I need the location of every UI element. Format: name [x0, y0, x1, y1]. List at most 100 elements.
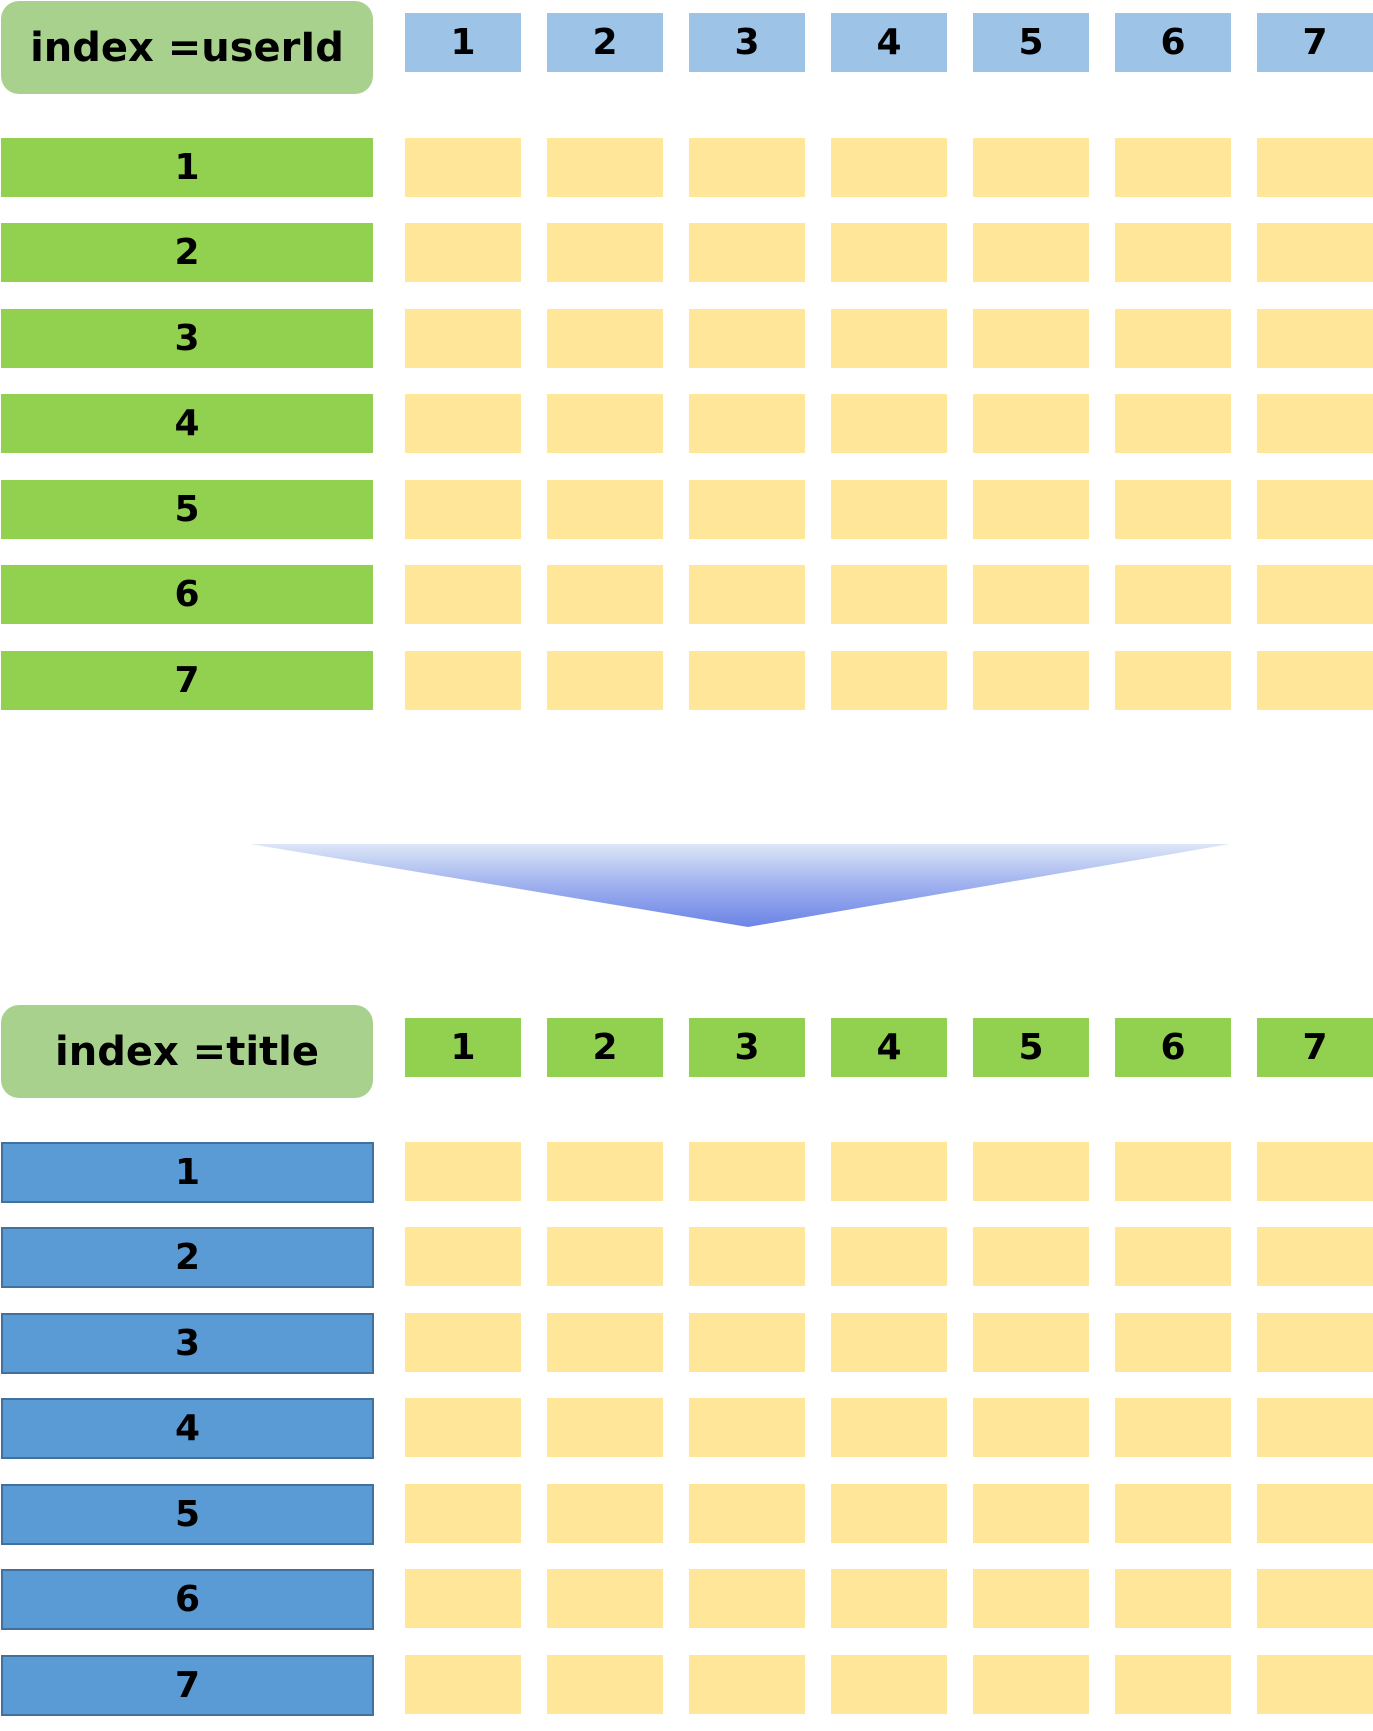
grid-cell	[831, 1569, 947, 1628]
row-header: 2	[1, 1227, 374, 1288]
column-header: 4	[831, 1018, 947, 1077]
grid-cell	[973, 1484, 1089, 1543]
grid-cell	[1115, 1398, 1231, 1457]
column-header: 5	[973, 1018, 1089, 1077]
grid-cell	[973, 480, 1089, 539]
grid-cell	[831, 223, 947, 282]
index-label-userid: index =userId	[1, 1, 373, 94]
grid-cell	[689, 480, 805, 539]
grid-cell	[547, 138, 663, 197]
grid-cell	[405, 309, 521, 368]
row-header: 7	[1, 1655, 374, 1716]
grid-cell	[973, 223, 1089, 282]
grid-cell	[1115, 651, 1231, 710]
grid-cell	[405, 1655, 521, 1714]
grid-cell	[547, 223, 663, 282]
grid-cell	[405, 565, 521, 624]
grid-cell	[831, 651, 947, 710]
grid-cell	[1115, 1569, 1231, 1628]
grid-cell	[831, 1142, 947, 1201]
row-header: 3	[1, 1313, 374, 1374]
grid-cell	[689, 565, 805, 624]
row-header: 2	[1, 223, 373, 282]
index-label-title: index =title	[1, 1005, 373, 1098]
grid-cell	[405, 1398, 521, 1457]
row-header: 5	[1, 480, 373, 539]
grid-cell	[547, 1655, 663, 1714]
grid-cell	[1257, 138, 1373, 197]
grid-cell	[1115, 1142, 1231, 1201]
grid-cell	[1257, 1142, 1373, 1201]
grid-cell	[1257, 565, 1373, 624]
grid-cell	[547, 1313, 663, 1372]
grid-cell	[1257, 1655, 1373, 1714]
row-header: 4	[1, 1398, 374, 1459]
column-header: 7	[1257, 1018, 1373, 1077]
grid-cell	[1115, 1227, 1231, 1286]
grid-cell	[1257, 651, 1373, 710]
grid-cell	[973, 138, 1089, 197]
grid-cell	[689, 309, 805, 368]
grid-cell	[973, 651, 1089, 710]
grid-cell	[547, 1398, 663, 1457]
grid-cell	[973, 309, 1089, 368]
grid-cell	[689, 223, 805, 282]
grid-cell	[405, 1313, 521, 1372]
grid-cell	[1115, 138, 1231, 197]
grid-cell	[1257, 1484, 1373, 1543]
grid-cell	[547, 565, 663, 624]
column-header: 4	[831, 13, 947, 72]
grid-cell	[831, 1227, 947, 1286]
column-header: 1	[405, 1018, 521, 1077]
column-header: 5	[973, 13, 1089, 72]
grid-cell	[1115, 1313, 1231, 1372]
grid-cell	[689, 1655, 805, 1714]
grid-cell	[973, 1313, 1089, 1372]
down-arrow-icon	[250, 844, 1230, 927]
grid-cell	[689, 1398, 805, 1457]
grid-cell	[547, 480, 663, 539]
grid-cell	[1257, 394, 1373, 453]
row-header: 6	[1, 1569, 374, 1630]
grid-cell	[1257, 223, 1373, 282]
grid-cell	[831, 309, 947, 368]
column-header: 1	[405, 13, 521, 72]
grid-cell	[831, 394, 947, 453]
grid-cell	[405, 138, 521, 197]
grid-cell	[973, 1655, 1089, 1714]
grid-cell	[973, 565, 1089, 624]
grid-cell	[973, 1398, 1089, 1457]
grid-cell	[547, 1227, 663, 1286]
grid-cell	[547, 651, 663, 710]
grid-cell	[689, 1227, 805, 1286]
grid-cell	[689, 1313, 805, 1372]
grid-cell	[831, 565, 947, 624]
grid-cell	[689, 1569, 805, 1628]
grid-cell	[1257, 1313, 1373, 1372]
grid-cell	[405, 1569, 521, 1628]
grid-cell	[547, 394, 663, 453]
grid-cell	[1115, 1484, 1231, 1543]
grid-cell	[1115, 565, 1231, 624]
grid-cell	[405, 1484, 521, 1543]
column-header: 3	[689, 13, 805, 72]
grid-cell	[547, 1142, 663, 1201]
column-header: 3	[689, 1018, 805, 1077]
grid-cell	[547, 1569, 663, 1628]
grid-cell	[689, 1484, 805, 1543]
grid-cell	[405, 394, 521, 453]
grid-cell	[831, 138, 947, 197]
column-header: 7	[1257, 13, 1373, 72]
grid-cell	[1257, 1569, 1373, 1628]
grid-cell	[689, 1142, 805, 1201]
row-header: 5	[1, 1484, 374, 1545]
grid-cell	[1115, 394, 1231, 453]
column-header: 6	[1115, 1018, 1231, 1077]
grid-cell	[547, 1484, 663, 1543]
grid-cell	[405, 651, 521, 710]
grid-cell	[1115, 309, 1231, 368]
grid-cell	[1115, 1655, 1231, 1714]
grid-cell	[689, 651, 805, 710]
grid-cell	[1115, 223, 1231, 282]
column-header: 6	[1115, 13, 1231, 72]
